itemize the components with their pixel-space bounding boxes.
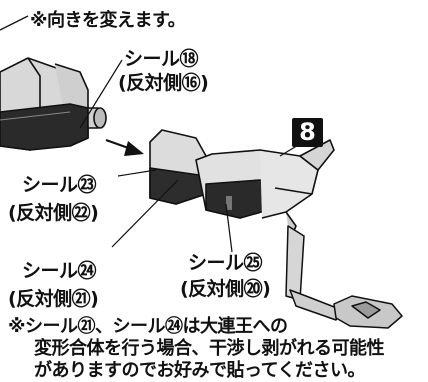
sticker-24-opposite-label: (反対側㉑) [8,288,99,310]
right-train-part [149,129,335,241]
top-note-leader [0,15,29,31]
orientation-note: ※向きを変えます。 [30,10,186,31]
caution-line-2: 変形合体を行う場合、干渉し剥がれる可能性 [34,338,385,359]
step-number: 8 [299,118,316,146]
sticker-23-opposite-label: (反対側㉒) [8,202,99,224]
caution-line-3: がありますのでお好みで貼ってください。 [34,360,366,381]
left-train-part [0,57,107,151]
sticker-25-opposite-label: (反対側⑳) [180,278,271,300]
sticker-23-label: シール㉓ [22,174,97,196]
sticker-18-label: シール⑱ [124,48,199,70]
tail-arm [285,225,403,329]
assembly-arrow [105,138,144,156]
step-number-badge: 8 [292,118,323,147]
sticker-18-opposite-label: (反対側⑯) [118,72,209,94]
sticker-24-label: シール㉔ [22,260,97,282]
sticker-25-label: シール㉕ [188,252,263,274]
caution-line-1: ※シール㉑、シール㉔は大連王への [8,316,288,337]
